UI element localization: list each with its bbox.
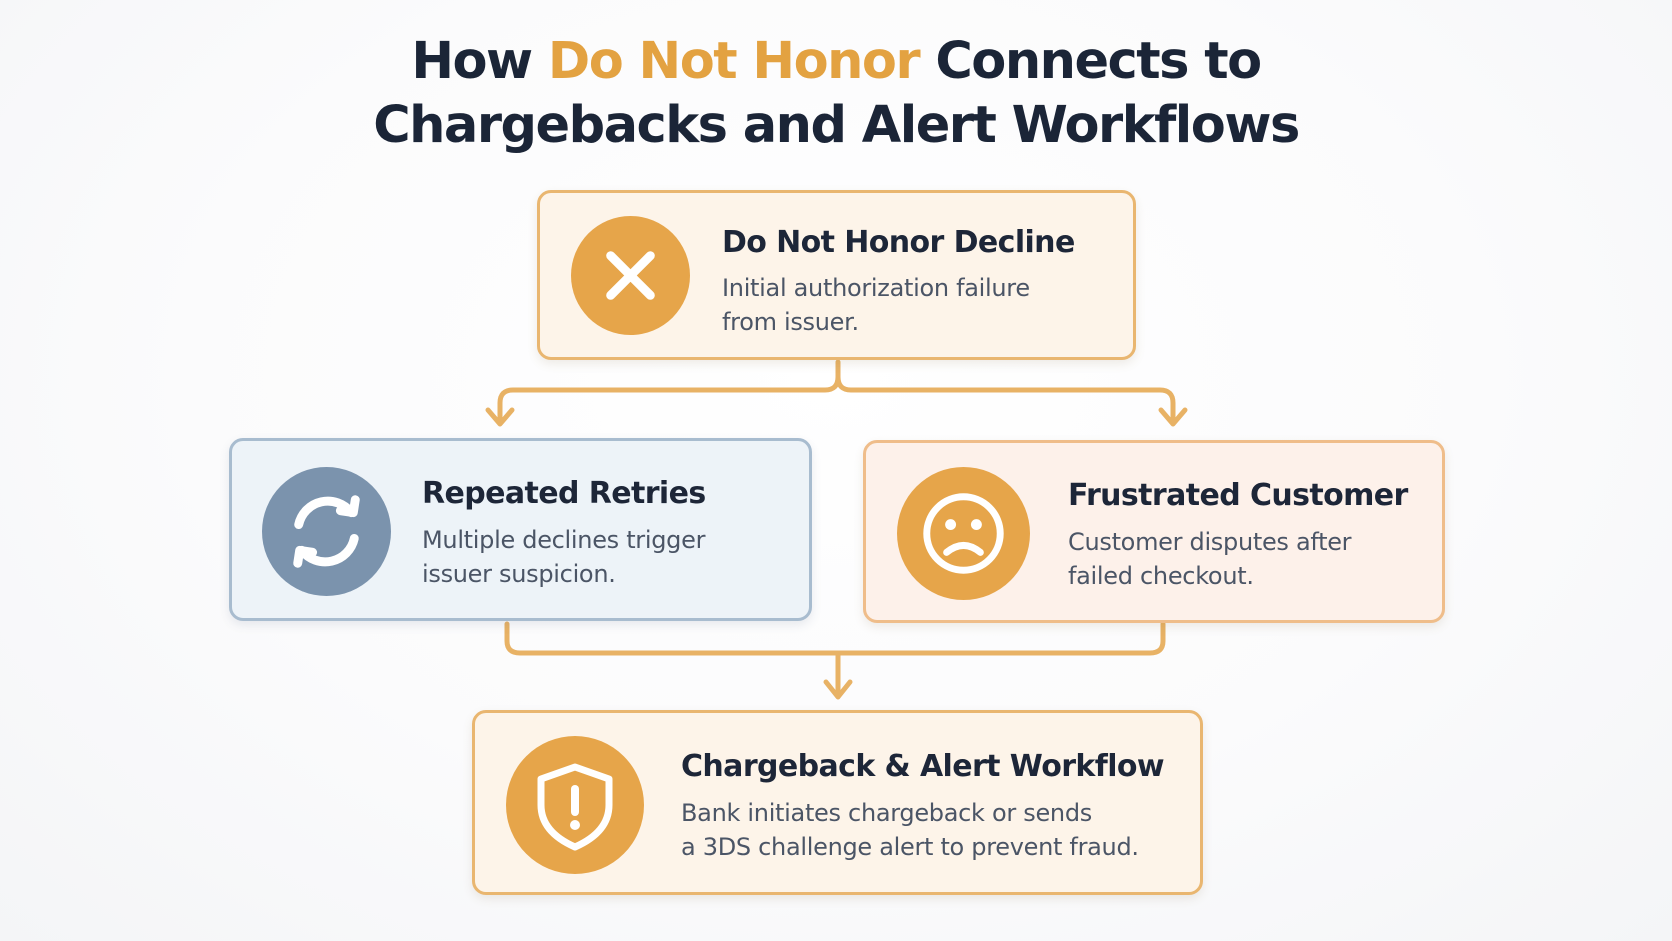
connector-split xyxy=(497,359,1176,425)
arrowhead-bottom xyxy=(823,679,853,700)
diagram-title-line-2: Chargebacks and Alert Workflows xyxy=(373,96,1300,155)
diagram-title-line-1: How Do Not Honor Connects to xyxy=(0,36,1672,87)
sad-face-icon xyxy=(897,467,1030,600)
x-icon xyxy=(571,216,690,335)
node-title: Repeated Retries xyxy=(422,476,706,511)
node-description: Bank initiates chargeback or sends a 3DS… xyxy=(681,799,1139,861)
node-chargeback-alert-workflow: Chargeback & Alert Workflow Bank initiat… xyxy=(472,710,1203,895)
node-title: Do Not Honor Decline xyxy=(722,225,1075,260)
node-title: Frustrated Customer xyxy=(1068,478,1408,513)
shield-alert-icon xyxy=(506,736,644,874)
title-prefix: How xyxy=(411,32,548,91)
arrowhead-left xyxy=(485,407,515,427)
node-description: Customer disputes after failed checkout. xyxy=(1068,528,1352,590)
node-repeated-retries: Repeated Retries Multiple declines trigg… xyxy=(229,438,812,621)
connector-merge xyxy=(504,621,1166,697)
node-frustrated-customer: Frustrated Customer Customer disputes af… xyxy=(863,440,1445,623)
node-description: Initial authorization failure from issue… xyxy=(722,274,1030,336)
title-suffix: Connects to xyxy=(919,32,1262,91)
title-highlight: Do Not Honor xyxy=(547,32,921,91)
refresh-icon xyxy=(262,467,391,596)
node-title: Chargeback & Alert Workflow xyxy=(681,749,1165,784)
node-decline: Do Not Honor Decline Initial authorizati… xyxy=(537,190,1136,360)
arrowhead-right xyxy=(1158,407,1188,427)
node-description: Multiple declines trigger issuer suspici… xyxy=(422,526,706,588)
